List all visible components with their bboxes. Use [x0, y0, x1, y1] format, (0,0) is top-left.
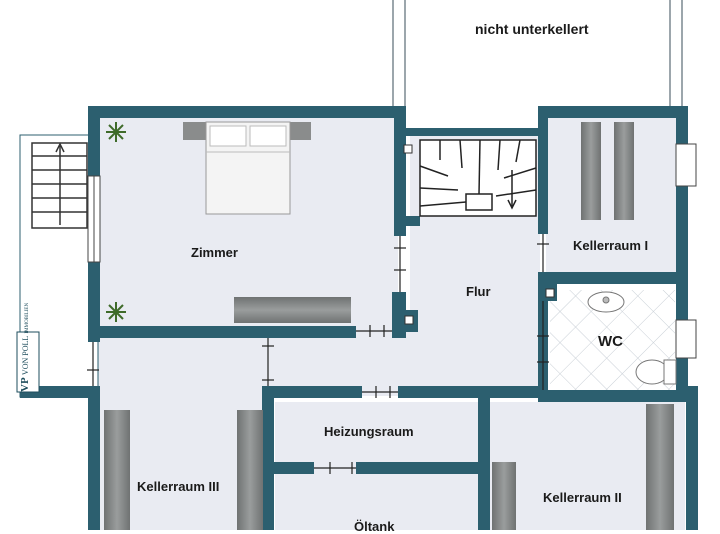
room-label-zimmer: Zimmer	[191, 245, 238, 260]
column-markers	[403, 144, 555, 325]
room-label-wc: WC	[598, 333, 623, 350]
windows	[87, 143, 697, 359]
room-label-flur: Flur	[466, 284, 491, 299]
door-markers	[87, 234, 549, 474]
bed	[183, 121, 311, 215]
annex-outline	[392, 0, 683, 106]
logo: VP VON POLL IMMOBILIEN	[19, 303, 31, 392]
room-label-heizungsraum: Heizungsraum	[324, 424, 414, 439]
shelves	[104, 122, 674, 530]
room-label-kellerraum-3: Kellerraum III	[137, 479, 220, 494]
plant-top	[106, 122, 126, 142]
logo-tagline: IMMOBILIEN	[25, 302, 30, 334]
wc-fixtures	[587, 291, 677, 385]
logo-box	[16, 331, 40, 393]
room-label-kellerraum-1: Kellerraum I	[573, 238, 649, 253]
logo-monogram: VP	[19, 377, 31, 392]
room-label-kellerraum-2: Kellerraum II	[543, 490, 622, 505]
interior-stair	[419, 139, 537, 217]
room-label-oeltank: Öltank	[354, 519, 395, 534]
plant-bottom	[106, 302, 126, 322]
room-label-annex: nicht unterkellert	[475, 21, 589, 37]
logo-name: VON POLL	[21, 335, 30, 376]
